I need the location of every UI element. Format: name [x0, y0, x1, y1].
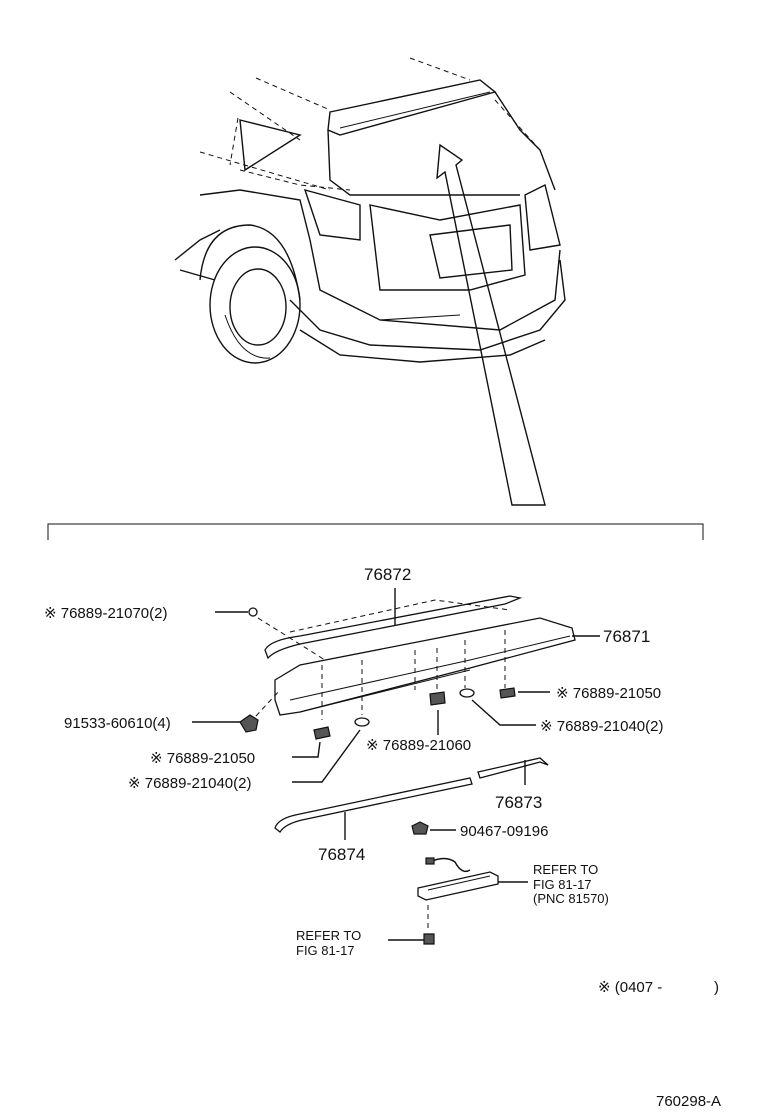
nut-21050-left-shape: [313, 726, 331, 740]
nut-21050-right-shape: [499, 687, 516, 699]
exploded-view: [239, 595, 576, 945]
label-76889-21070: ※ 76889-21070(2): [44, 605, 168, 622]
label-76874: 76874: [318, 845, 365, 864]
label-91533-60610: 91533-60610(4): [64, 715, 171, 732]
lamp-screw-shape: [423, 933, 435, 945]
footnote-date-range: ※ (0407 -: [598, 979, 662, 996]
refer-right-line1: REFER TO: [533, 862, 598, 877]
label-76871: 76871: [603, 627, 650, 646]
part-76874-shape: [274, 777, 473, 833]
label-76873: 76873: [495, 793, 542, 812]
label-90467-09196: 90467-09196: [460, 823, 548, 840]
refer-right-line3: (PNC 81570): [533, 891, 609, 906]
part-76873-shape: [477, 757, 549, 779]
screw-91533-shape: [239, 714, 259, 733]
label-76872: 76872: [364, 565, 411, 584]
group-bracket: [47, 523, 704, 540]
part-76871-shape: [274, 617, 576, 716]
refer-left-line1: REFER TO: [296, 928, 361, 943]
footnote-close: ): [714, 979, 719, 996]
diagram-id: 760298-A: [656, 1093, 721, 1110]
refer-right-line2: FIG 81-17: [533, 877, 592, 892]
leader-lines: [192, 588, 600, 941]
refer-left-line2: FIG 81-17: [296, 943, 355, 958]
label-76889-21050-right: ※ 76889-21050: [556, 685, 661, 702]
clip-90467-shape: [411, 821, 429, 835]
grommet-21040-left-shape: [354, 717, 370, 727]
nut-21060-shape: [429, 691, 446, 706]
part-76872-shape: [264, 595, 523, 660]
label-76889-21060: ※ 76889-21060: [366, 737, 471, 754]
clip-21070-shape: [248, 607, 258, 617]
label-76889-21040-left: ※ 76889-21040(2): [128, 775, 252, 792]
grommet-21040-right-shape: [459, 688, 475, 698]
label-76889-21050-left: ※ 76889-21050: [150, 750, 255, 767]
stop-lamp-shape: [417, 871, 499, 901]
label-76889-21040-right: ※ 76889-21040(2): [540, 718, 664, 735]
vehicle-rear-illustration: [174, 57, 566, 506]
